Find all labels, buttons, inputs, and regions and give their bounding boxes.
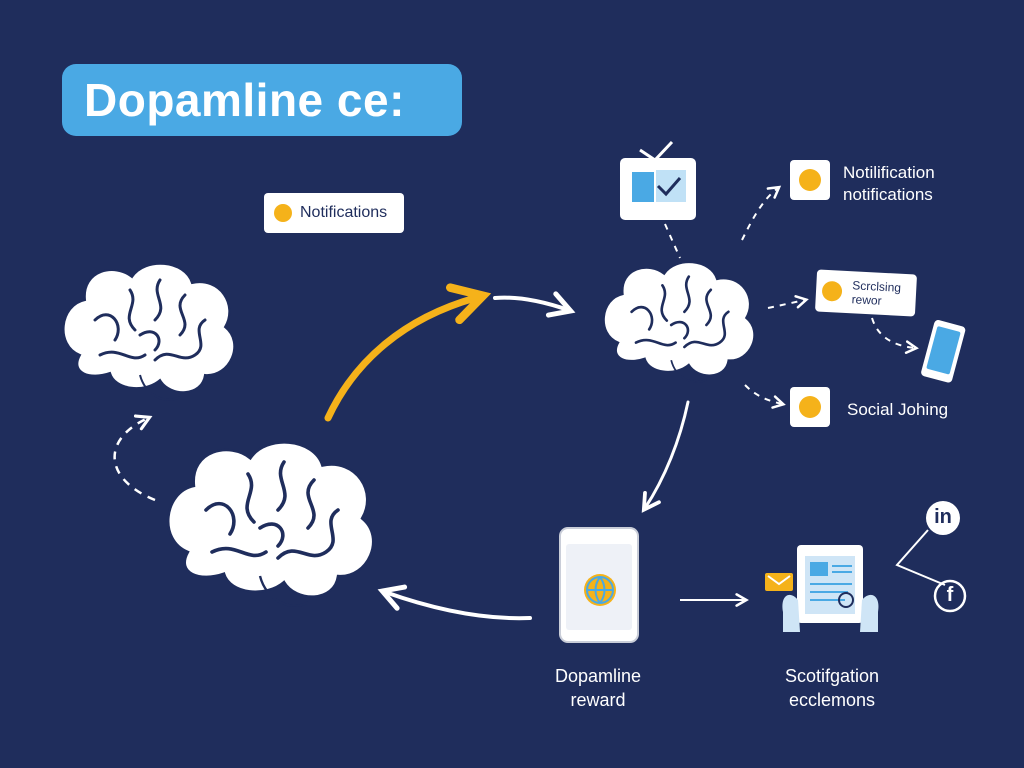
- social-label: Social Johing: [847, 400, 949, 419]
- dopamine-reward-caption: Dopamline reward: [528, 664, 668, 712]
- notification-label-line2: notifications: [843, 185, 933, 204]
- lightbulb-icon: [821, 280, 843, 302]
- yellow-arrow: [324, 283, 492, 422]
- social-connector: [895, 529, 946, 586]
- dashed-loop-left: [113, 414, 156, 502]
- dopamine-reward-line1: Dopamline: [554, 666, 642, 686]
- dashed-to-phone: [871, 317, 919, 354]
- notifications-pill-label: Notifications: [300, 204, 388, 221]
- linkedin-icon[interactable]: [926, 501, 960, 535]
- facebook-letter: f: [946, 584, 954, 606]
- title-banner: Dopamline ce:: [62, 64, 462, 136]
- brain-left-icon: [62, 262, 236, 402]
- scotification-line2: ecclemons: [788, 690, 876, 710]
- scotification-line1: Scotifgation: [784, 666, 880, 686]
- notification-label: Notilification notifications: [843, 162, 935, 206]
- hands-tablet-icon: [765, 545, 879, 632]
- smartphone-icon: [921, 320, 966, 383]
- lightbulb-icon: [274, 204, 292, 222]
- scotification-caption: Scotifgation ecclemons: [752, 664, 912, 712]
- arrow-to-center-brain: [493, 291, 576, 318]
- lightbulb-icon: [799, 396, 821, 418]
- brain-center-icon: [602, 260, 756, 384]
- dashed-to-scrolling: [767, 295, 809, 309]
- dopamine-reward-line2: reward: [570, 690, 626, 710]
- tv-icon: [620, 140, 696, 220]
- facebook-icon[interactable]: [933, 579, 967, 613]
- brain-bottom-icon: [166, 440, 375, 608]
- notification-bulb-box: [790, 160, 830, 200]
- arrow-center-down: [641, 400, 690, 513]
- page-title: Dopamline ce:: [84, 74, 405, 126]
- notification-label-line1: Notilification: [843, 163, 935, 182]
- dashed-tv-to-brain: [664, 223, 681, 259]
- dashed-to-social: [744, 384, 786, 409]
- dashed-to-notification: [741, 185, 782, 241]
- linkedin-letter: in: [934, 506, 952, 528]
- scrolling-reward-card: Scrclsing rewor: [814, 269, 918, 317]
- scrolling-label-line2: rewor: [851, 292, 882, 308]
- social-bulb-box: [790, 387, 830, 427]
- return-arrow-bottom: [377, 584, 532, 621]
- tablet-reward-icon: [559, 527, 639, 643]
- lightbulb-icon: [799, 169, 821, 191]
- notifications-pill: Notifications: [264, 193, 404, 233]
